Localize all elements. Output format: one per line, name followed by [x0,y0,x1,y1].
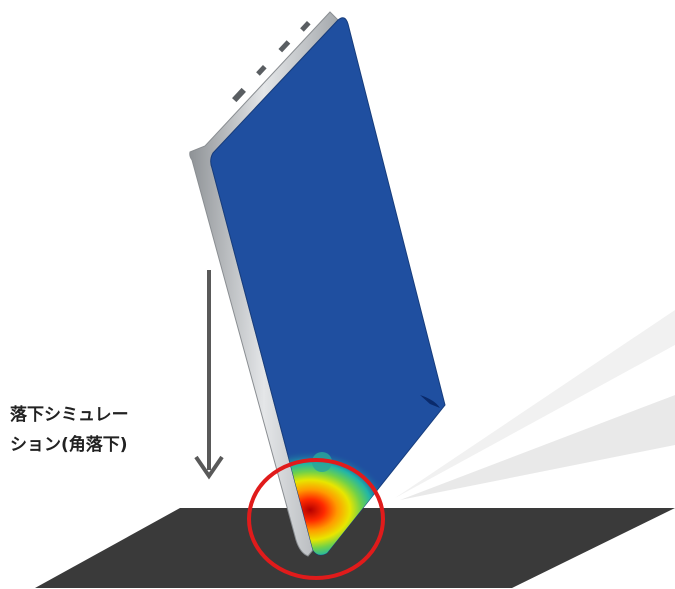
zoom-beam-center [398,345,675,499]
device-ports [232,20,311,103]
impact-highlight-circle [247,458,385,580]
floor-surface [35,508,675,588]
caption-line-1: 落下シミュレー [10,405,129,425]
drop-simulation-caption: 落下シミュレー ション(角落下) [10,400,200,460]
zoom-beam-lower [400,395,675,500]
zoom-beam-upper [395,310,675,498]
down-arrow-icon [194,270,224,480]
caption-line-2: ション(角落下) [10,435,128,455]
